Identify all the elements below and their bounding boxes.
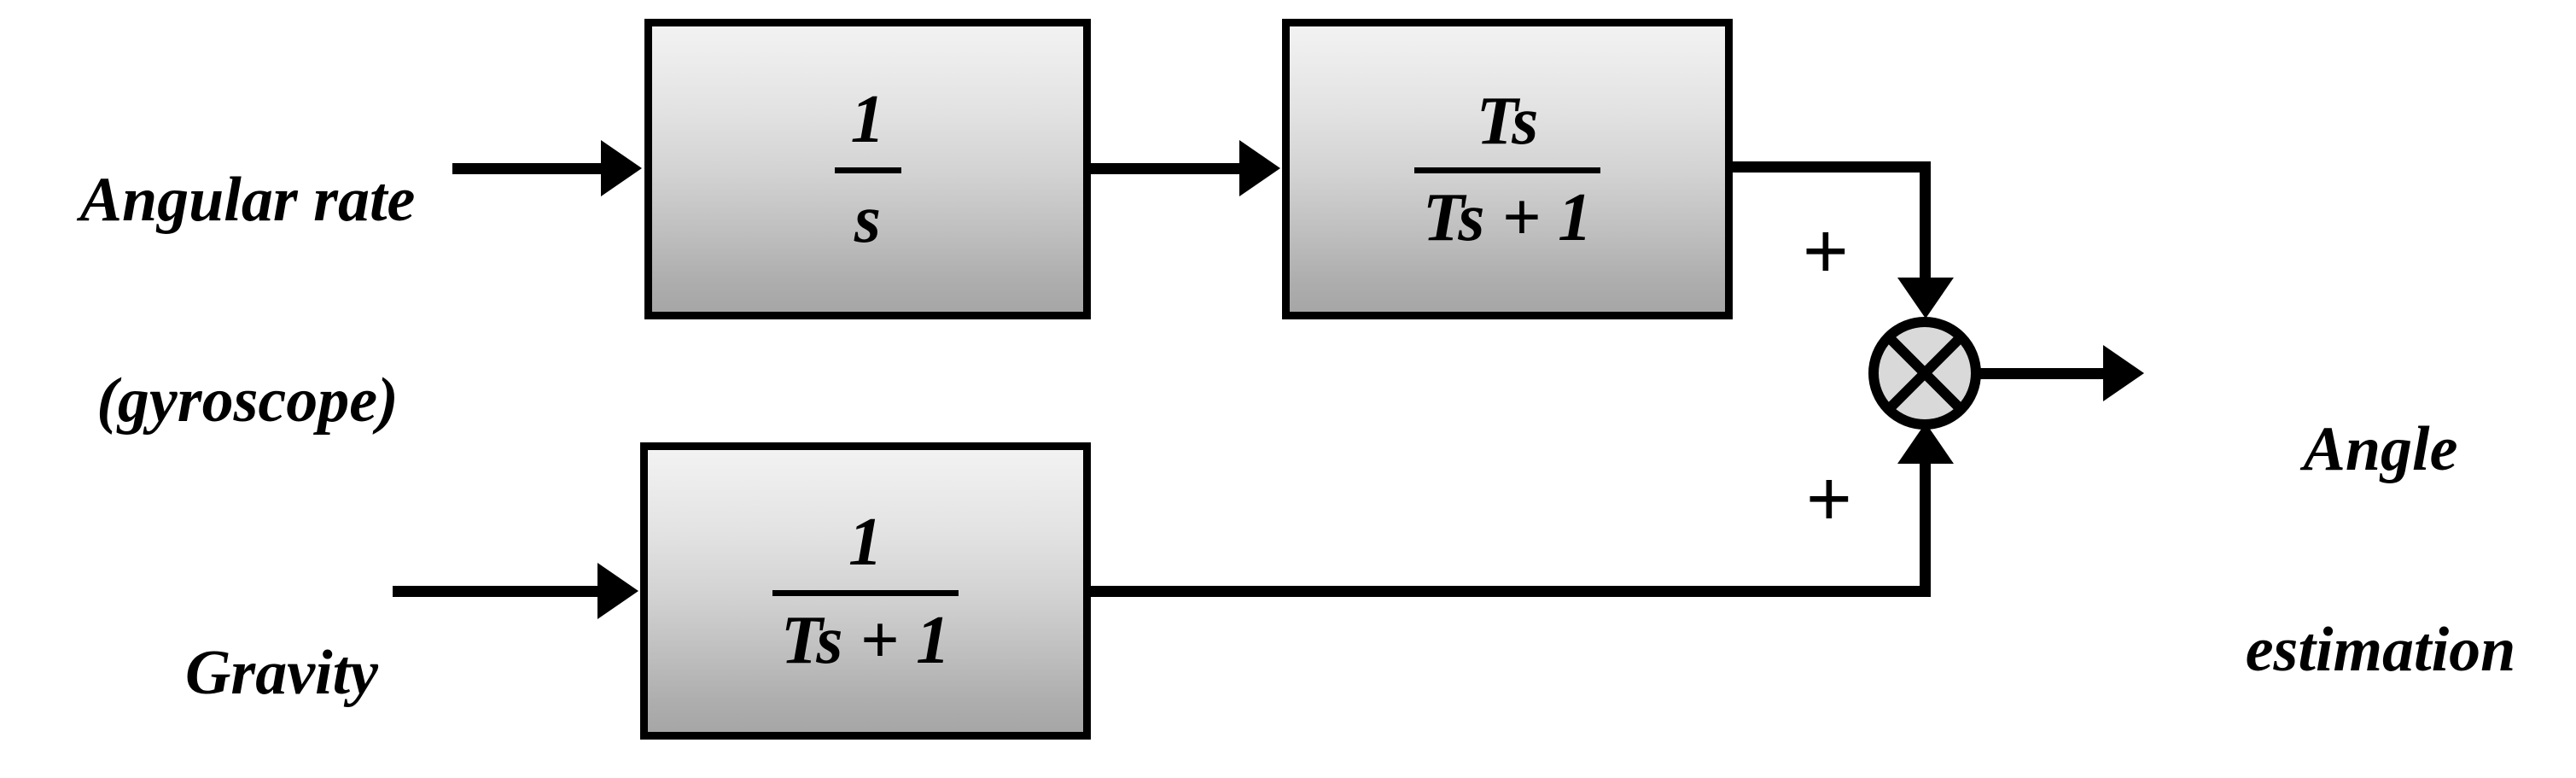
arrow-right-icon [1239,140,1280,196]
block-integrator[interactable]: 1 s [644,19,1091,319]
arrow-right-icon [2103,345,2144,401]
transfer-function-highpass: Ts Ts + 1 [1413,83,1601,255]
input-label-gravity-angle-line1: Gravity [184,637,379,708]
integrator-denominator: s [854,181,882,257]
arrow-up-icon [1897,423,1954,464]
arrow-right-icon [601,140,642,196]
wire-highpass-to-junction-vertical [1920,161,1931,291]
wire-junction-to-output [1976,368,2125,379]
sign-plus-top: + [1803,208,1849,295]
input-label-angular-rate-line1: Angular rate [79,164,416,235]
output-label-angle-estimation: Angle estimation [2185,282,2576,778]
wire-lowpass-to-junction-vertical [1920,461,1931,597]
integrator-numerator: 1 [850,81,885,157]
input-label-angular-rate: Angular rate (gyroscope) [0,32,495,569]
transfer-function-lowpass: 1 Ts + 1 [772,508,959,675]
transfer-function-integrator: 1 s [834,81,901,257]
highpass-denominator: Ts + 1 [1422,179,1593,255]
output-label-line1: Angle [2303,413,2458,484]
fraction-bar [1413,167,1601,173]
fraction-bar [772,589,959,596]
lowpass-numerator: 1 [848,504,883,580]
wire-integrator-to-highpass [1091,163,1258,174]
arrow-down-icon [1897,278,1954,319]
input-label-angular-rate-line2: (gyroscope) [96,366,399,436]
summing-junction-icon[interactable] [1866,314,1984,432]
fraction-bar [834,167,901,173]
block-lowpass-filter[interactable]: 1 Ts + 1 [640,442,1091,740]
highpass-numerator: Ts [1476,83,1539,159]
arrow-right-icon [597,563,638,619]
wire-highpass-to-junction-horizontal [1733,161,1931,173]
block-highpass-filter[interactable]: Ts Ts + 1 [1282,19,1733,319]
wire-lowpass-to-junction-horizontal [1091,586,1931,597]
input-label-gravity-angle: Gravity angle [102,506,461,778]
wire-gravity-angle-to-lowpass [393,586,619,597]
sign-plus-bottom: + [1806,455,1852,542]
lowpass-denominator: Ts + 1 [780,602,951,678]
output-label-line2: estimation [2245,615,2516,686]
wire-angular-rate-to-integrator [452,163,623,174]
